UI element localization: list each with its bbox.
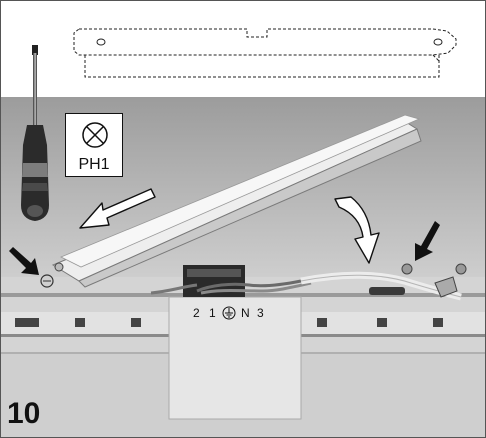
direction-arrow-icon bbox=[79, 188, 156, 229]
terminal-labels: 2 1 N 3 bbox=[193, 306, 264, 320]
terminal-label: 1 bbox=[209, 306, 216, 320]
mounting-bracket-outline-icon bbox=[73, 28, 457, 78]
pointer-arrow-icon bbox=[415, 221, 440, 261]
tool-spec-box: PH1 bbox=[65, 113, 123, 177]
phillips-screw-icon bbox=[82, 122, 108, 148]
tool-label: PH1 bbox=[78, 156, 110, 173]
terminal-label: 2 bbox=[193, 306, 200, 320]
step-number: 10 bbox=[7, 397, 41, 430]
pointer-arrow-icon bbox=[9, 247, 39, 275]
direction-arrow-icon bbox=[334, 196, 380, 264]
earth-symbol-icon bbox=[222, 306, 236, 320]
luminaire-photo bbox=[1, 97, 485, 437]
terminal-label: N bbox=[241, 306, 250, 320]
screwdriver-icon bbox=[21, 45, 49, 221]
terminal-label: 3 bbox=[257, 306, 264, 320]
